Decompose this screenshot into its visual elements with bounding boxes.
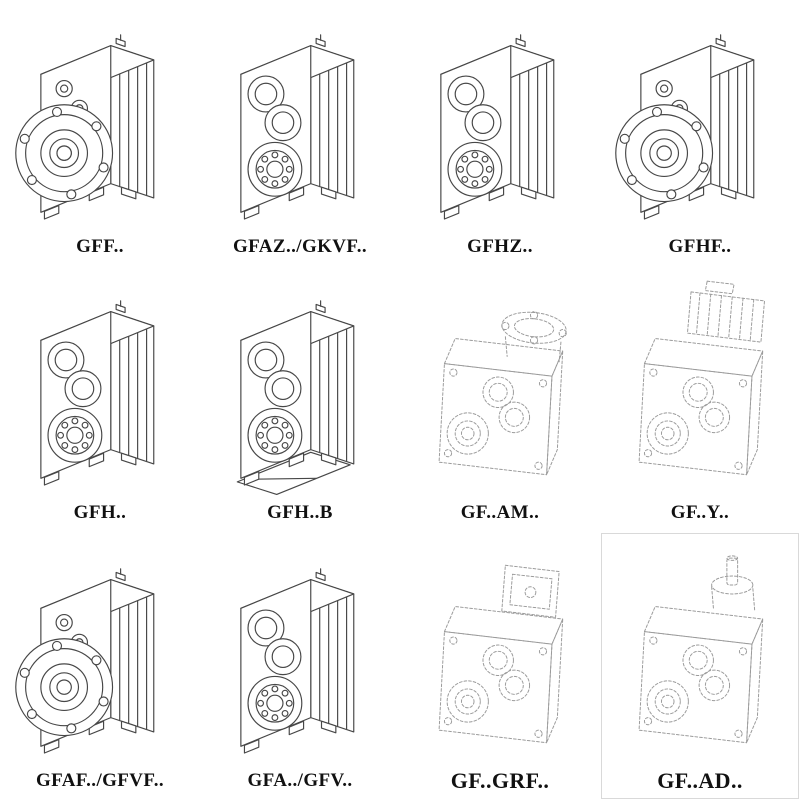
model-label: GFF.. bbox=[76, 236, 124, 257]
gfhb-foot-mounted-gearbox-drawing bbox=[236, 300, 355, 495]
product-cell-gfhf: GFHF.. bbox=[600, 0, 800, 266]
model-label: GF..GRF.. bbox=[450, 768, 550, 793]
model-label: GF..Y.. bbox=[670, 502, 730, 523]
product-cell-gfhb: GFH..B bbox=[200, 266, 400, 532]
model-label: GFA../GFV.. bbox=[247, 770, 353, 791]
gf-ad-shaft-adapter-gearbox-drawing bbox=[638, 555, 764, 766]
product-cell-gff: GFF.. bbox=[0, 0, 200, 266]
model-label: GFAF../GFVF.. bbox=[35, 770, 164, 791]
product-cell-gfaf-gfvf: GFAF../GFVF.. bbox=[0, 532, 200, 800]
gf-y-motor-gearbox-drawing bbox=[638, 280, 766, 498]
model-label: GF..AM.. bbox=[460, 502, 540, 523]
product-cell-gf-am: GF..AM.. bbox=[400, 266, 600, 532]
model-label: GFAZ../GKVF.. bbox=[233, 236, 367, 257]
gf-am-input-flange-gearbox-drawing bbox=[438, 308, 569, 498]
gfaf-flange-gearbox-drawing bbox=[15, 568, 155, 754]
model-label: GF..AD.. bbox=[657, 768, 743, 793]
gf-grf-coupling-adapter-gearbox-drawing bbox=[438, 564, 564, 766]
product-cell-gfh: GFH.. bbox=[0, 266, 200, 532]
product-cell-gf-grf: GF..GRF.. bbox=[400, 532, 600, 800]
product-cell-gfhz: GFHZ.. bbox=[400, 0, 600, 266]
gfaz-hollow-shaft-gearbox-drawing bbox=[240, 34, 355, 220]
model-label: GFH..B bbox=[267, 502, 333, 523]
product-cell-gf-ad: GF..AD.. bbox=[600, 532, 800, 800]
product-cell-gfa-gfv: GFA../GFV.. bbox=[200, 532, 400, 800]
gfh-hollow-shaft-gearbox-drawing bbox=[40, 300, 155, 486]
gff-flange-shaft-gearbox-drawing bbox=[15, 34, 162, 232]
product-cell-gfaz-gkvf: GFAZ../GKVF.. bbox=[200, 0, 400, 266]
gfhz-hollow-shaft-gearbox-drawing bbox=[440, 34, 555, 220]
product-cell-gf-y: GF..Y.. bbox=[600, 266, 800, 532]
gfa-hollow-shaft-gearbox-drawing bbox=[240, 568, 355, 754]
model-label: GFH.. bbox=[73, 502, 127, 523]
model-label: GFHF.. bbox=[668, 236, 732, 257]
model-label: GFHZ.. bbox=[467, 236, 533, 257]
gfhf-flange-gearbox-drawing bbox=[615, 34, 755, 220]
